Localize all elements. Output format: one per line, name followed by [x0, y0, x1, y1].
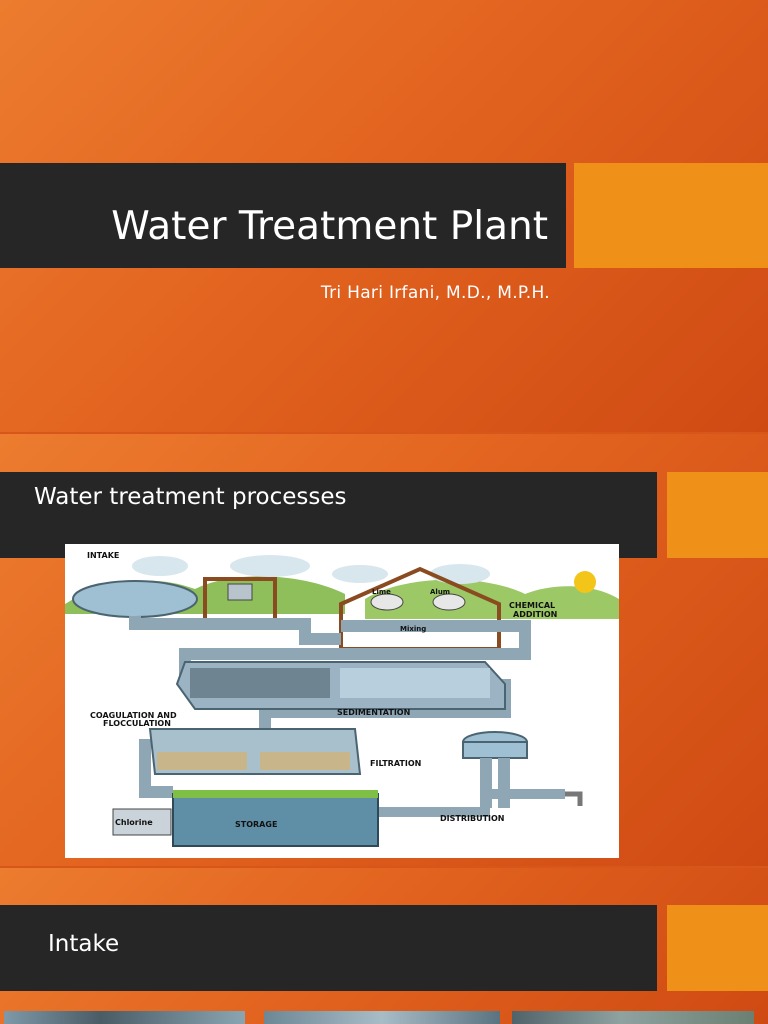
cloud-shape [430, 564, 490, 584]
tower-leg [480, 758, 492, 808]
flocculation-chamber [190, 668, 330, 698]
coagulation-label: COAGULATION AND [90, 711, 177, 720]
cloud-shape [230, 555, 310, 577]
filtration-label: FILTRATION [370, 759, 421, 768]
processes-slide: Water treatment processes [0, 434, 768, 866]
storage-tank [172, 793, 379, 847]
pipe [377, 789, 565, 817]
lime-label: Lime [372, 588, 391, 596]
intake-photo [512, 1011, 754, 1024]
intake-photo [4, 1011, 245, 1024]
title-bar [0, 905, 657, 991]
title-slide: Water Treatment Plant Tri Hari Irfani, M… [0, 0, 768, 432]
faucet-icon [565, 791, 583, 806]
mixing-label: Mixing [400, 625, 426, 633]
sedimentation-label: SEDIMENTATION [337, 708, 410, 717]
alum-label: Alum [430, 588, 450, 596]
pipe [129, 616, 341, 645]
chemical-addition-label: ADDITION [513, 610, 557, 619]
filter-bed [260, 752, 350, 770]
water-treatment-diagram: INTAKE Lime Alum CHEMICAL ADDITION Mixin… [65, 544, 619, 858]
water-tower-tank [462, 741, 528, 759]
storage-label: STORAGE [235, 820, 277, 829]
intake-photo [264, 1011, 500, 1024]
flocculation-label: FLOCCULATION [103, 719, 171, 728]
slide-title: Water treatment processes [34, 484, 347, 510]
intake-slide: Intake [0, 868, 768, 1024]
chlorine-tank [112, 808, 172, 836]
accent-block [667, 472, 768, 558]
accent-block [667, 905, 768, 991]
title-bar [0, 472, 657, 558]
alum-hopper [432, 593, 466, 611]
slide-subtitle: Tri Hari Irfani, M.D., M.P.H. [320, 283, 550, 303]
title-bar: Water Treatment Plant [0, 163, 566, 268]
slide-title: Intake [48, 931, 120, 957]
slide-title: Water Treatment Plant [111, 204, 548, 249]
chemical-addition-label: CHEMICAL [509, 601, 555, 610]
intake-label: INTAKE [87, 551, 119, 560]
distribution-label: DISTRIBUTION [440, 814, 505, 823]
accent-block [574, 163, 768, 268]
pipe [179, 620, 531, 684]
lime-hopper [370, 593, 404, 611]
intake-basin [72, 580, 198, 618]
pipe [139, 739, 173, 798]
cloud-shape [132, 556, 188, 576]
filter-bed [157, 752, 247, 770]
sun-icon [574, 571, 596, 593]
pump-icon [227, 583, 253, 601]
grass-cover [173, 790, 378, 798]
sedimentation-chamber [340, 668, 490, 698]
chlorine-label: Chlorine [115, 818, 153, 827]
tower-leg [498, 758, 510, 808]
cloud-shape [332, 565, 388, 583]
